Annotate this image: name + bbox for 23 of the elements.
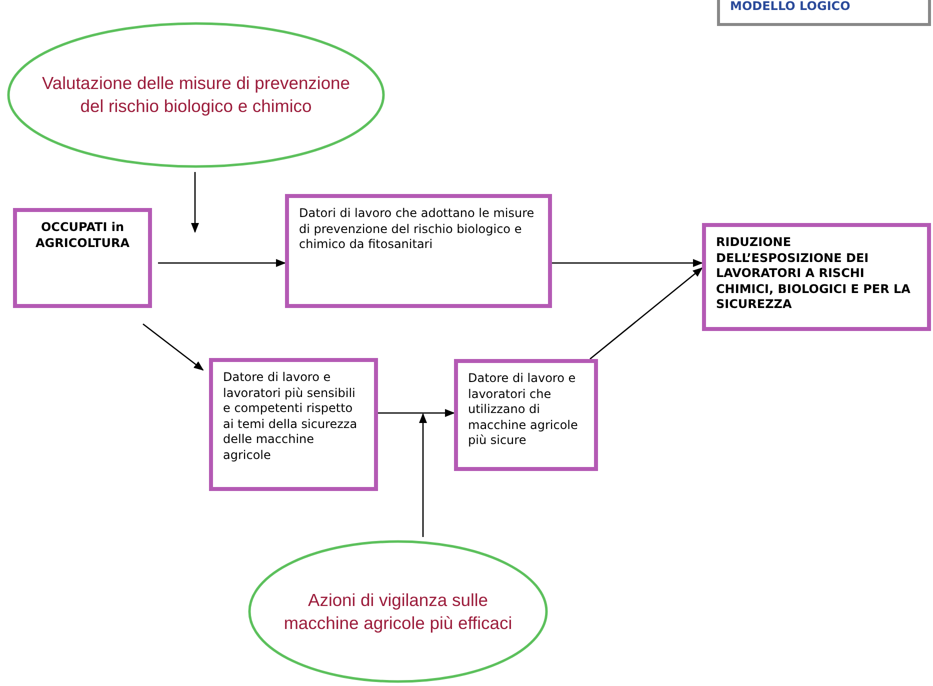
arrow bbox=[158, 259, 286, 267]
arrow bbox=[191, 172, 199, 233]
ellipse-node bbox=[7, 22, 385, 168]
arrow bbox=[142, 323, 204, 371]
node-text: Datore di lavoro e lavoratori più sensibili e competenti rispetto ai temi della sicurezza delle macchine agricole bbox=[223, 370, 358, 464]
arrow bbox=[590, 267, 703, 360]
process-box bbox=[285, 194, 552, 308]
node-text: Datore di lavoro e lavoratori che utilizzano di macchine agricole più sicure bbox=[468, 371, 579, 449]
node-text: OCCUPATI in AGRICOLTURA bbox=[34, 220, 130, 252]
node-text: RIDUZIONE DELL’ESPOSIZIONE DEI LAVORATORI A RISCHI CHIMICI, BIOLOGICI E PER LA SICUREZZA bbox=[716, 235, 912, 313]
node-text: Azioni di vigilanza sulle macchine agricole più efficaci bbox=[282, 588, 514, 634]
arrow bbox=[419, 413, 427, 537]
process-box bbox=[454, 359, 598, 471]
node-text: Valutazione delle misure di prevenzione del rischio biologico e chimico bbox=[40, 72, 352, 118]
ellipse-node bbox=[248, 540, 548, 683]
process-box bbox=[13, 208, 152, 308]
process-box bbox=[702, 223, 931, 331]
title-box bbox=[717, 0, 931, 26]
node-text: MODELLO LOGICO bbox=[730, 0, 852, 13]
arrow bbox=[552, 259, 703, 267]
arrow bbox=[378, 409, 455, 417]
node-text: Datori di lavoro che adottano le misure di prevenzione del rischio biologico e chimico da fitosanitari bbox=[299, 206, 536, 253]
process-box bbox=[209, 358, 378, 491]
